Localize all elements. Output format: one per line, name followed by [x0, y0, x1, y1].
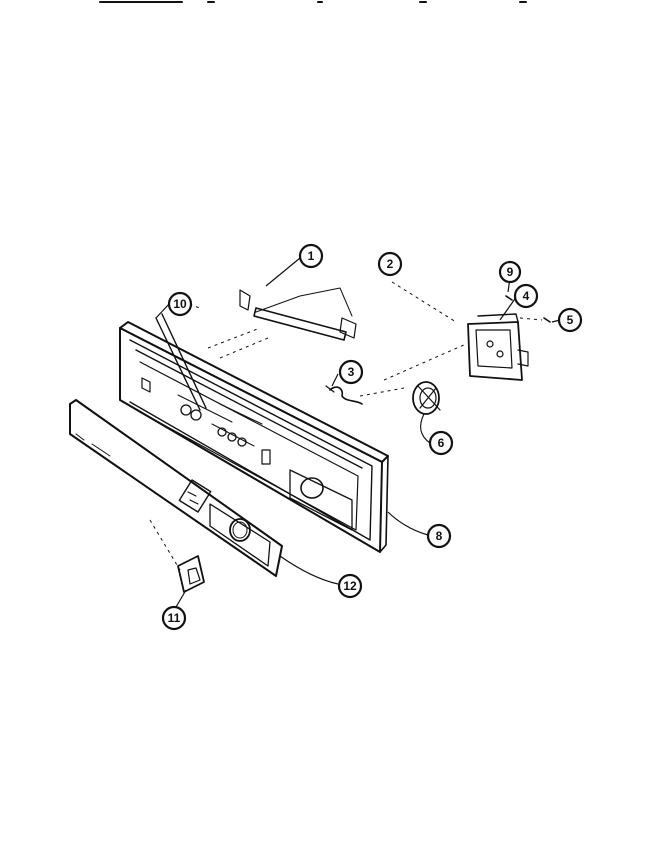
svg-text:8: 8	[436, 529, 443, 543]
svg-text:9: 9	[507, 265, 514, 279]
assembly-lines	[149, 281, 543, 571]
callout-8: 8	[426, 523, 452, 549]
callout-12: 12	[337, 573, 363, 599]
small-knob	[177, 555, 205, 593]
svg-text:12: 12	[343, 579, 357, 593]
svg-text:3: 3	[348, 365, 355, 379]
callout-5: 5	[557, 307, 583, 333]
leader-lines	[155, 257, 561, 608]
callout-3: 3	[338, 359, 364, 385]
timer-knob	[412, 381, 441, 415]
switch-bracket	[239, 287, 357, 341]
callout-11: 11	[161, 605, 187, 631]
screw-9	[505, 295, 513, 301]
callout-6: 6	[428, 430, 454, 456]
callout-1: 1	[298, 243, 324, 269]
wire-harness	[325, 385, 363, 405]
overlay-decal	[69, 399, 283, 577]
svg-text:1: 1	[308, 249, 315, 263]
svg-text:10: 10	[173, 297, 187, 311]
svg-text:2: 2	[387, 257, 394, 271]
callout-10: 10	[167, 291, 193, 317]
callout-2: 2	[377, 251, 403, 277]
svg-text:6: 6	[438, 436, 445, 450]
callout-4: 4	[513, 283, 539, 309]
trim-strip	[155, 313, 207, 411]
console-panel	[119, 321, 389, 553]
svg-text:4: 4	[523, 289, 530, 303]
timer-assembly	[467, 313, 529, 381]
screw-5	[543, 317, 551, 323]
svg-text:11: 11	[168, 611, 181, 625]
svg-text:5: 5	[567, 313, 574, 327]
callout-9: 9	[498, 260, 522, 284]
